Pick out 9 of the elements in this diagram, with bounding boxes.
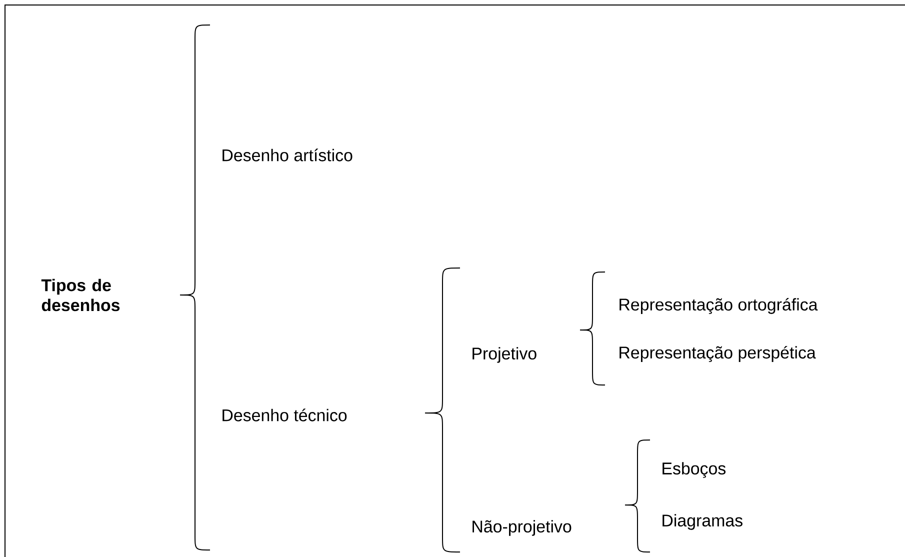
heading-label: Tipos de desenhos <box>41 278 120 312</box>
category-label: Representação ortográfica <box>620 298 818 314</box>
category-label: Representação perspética <box>620 346 816 362</box>
category-label: Desenho artístico <box>222 148 352 162</box>
category-label: Desenho técnico <box>222 408 347 422</box>
category-label: Projetivo <box>472 347 536 363</box>
category-label: Diagramas <box>662 514 742 530</box>
category-label: Esboços <box>662 462 726 478</box>
category-label: Não-projetivo <box>472 520 572 536</box>
